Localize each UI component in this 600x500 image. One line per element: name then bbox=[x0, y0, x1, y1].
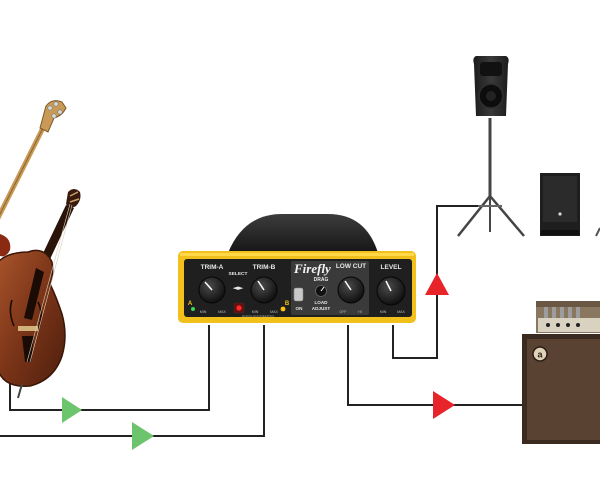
input-b-led bbox=[280, 306, 286, 312]
bass-amplifier: a bbox=[522, 301, 600, 444]
amp-badge-text: a bbox=[537, 350, 543, 360]
load-label: LOAD bbox=[314, 300, 328, 305]
level-label: LEVEL bbox=[381, 264, 402, 271]
maker-label: RADIAL ENGINEERING bbox=[242, 314, 275, 318]
trim-b-knob[interactable] bbox=[250, 276, 278, 304]
level-min: MIN bbox=[380, 310, 387, 314]
trim-b-min: MIN bbox=[252, 310, 259, 314]
cable-output-to-pa bbox=[392, 205, 478, 359]
drag-on-switch[interactable] bbox=[293, 287, 304, 302]
device-dome bbox=[228, 214, 378, 253]
trim-a-knob[interactable] bbox=[198, 276, 226, 304]
brand-logo: Firefly bbox=[293, 261, 331, 276]
low-cut-hi: HI bbox=[358, 310, 362, 314]
arrow-green-input-a bbox=[62, 397, 82, 423]
level-knob[interactable] bbox=[376, 276, 406, 306]
drag-load-knob[interactable] bbox=[315, 285, 327, 297]
input-a-label: A bbox=[188, 301, 193, 307]
arrow-red-to-pa bbox=[425, 273, 449, 295]
cable-output-to-amp bbox=[347, 325, 525, 406]
trim-a-max: MAX bbox=[218, 310, 226, 314]
input-a-led bbox=[191, 307, 195, 311]
adjust-label: ADJUST bbox=[312, 306, 331, 311]
input-b-label: B bbox=[285, 301, 290, 307]
cable-upright-to-input-b bbox=[0, 325, 265, 437]
select-led bbox=[236, 305, 242, 311]
pa-speaker bbox=[457, 56, 525, 237]
level-max: MAX bbox=[397, 310, 405, 314]
low-cut-knob[interactable] bbox=[337, 276, 365, 304]
trim-a-label: TRIM-A bbox=[201, 264, 224, 271]
trim-b-max: MAX bbox=[270, 310, 278, 314]
arrow-green-input-b bbox=[132, 422, 154, 450]
upright-bass bbox=[0, 189, 81, 399]
partial-speaker-stand bbox=[595, 227, 600, 237]
firefly-di-box: Firefly TRIM-A SELECT TRIM-B DRAG LOW CU… bbox=[178, 214, 416, 323]
drag-label: DRAG bbox=[314, 277, 329, 283]
trim-a-min: MIN bbox=[200, 310, 207, 314]
arrow-red-to-amp bbox=[433, 391, 455, 419]
subwoofer bbox=[540, 173, 580, 236]
electric-bass-guitar bbox=[0, 100, 67, 257]
trim-b-label: TRIM-B bbox=[253, 264, 276, 271]
select-arrows-icon: ◄► bbox=[233, 284, 244, 292]
low-cut-off: OFF bbox=[339, 310, 347, 314]
low-cut-label: LOW CUT bbox=[336, 263, 366, 270]
select-label: SELECT bbox=[229, 271, 248, 277]
on-label: ON bbox=[296, 306, 304, 311]
